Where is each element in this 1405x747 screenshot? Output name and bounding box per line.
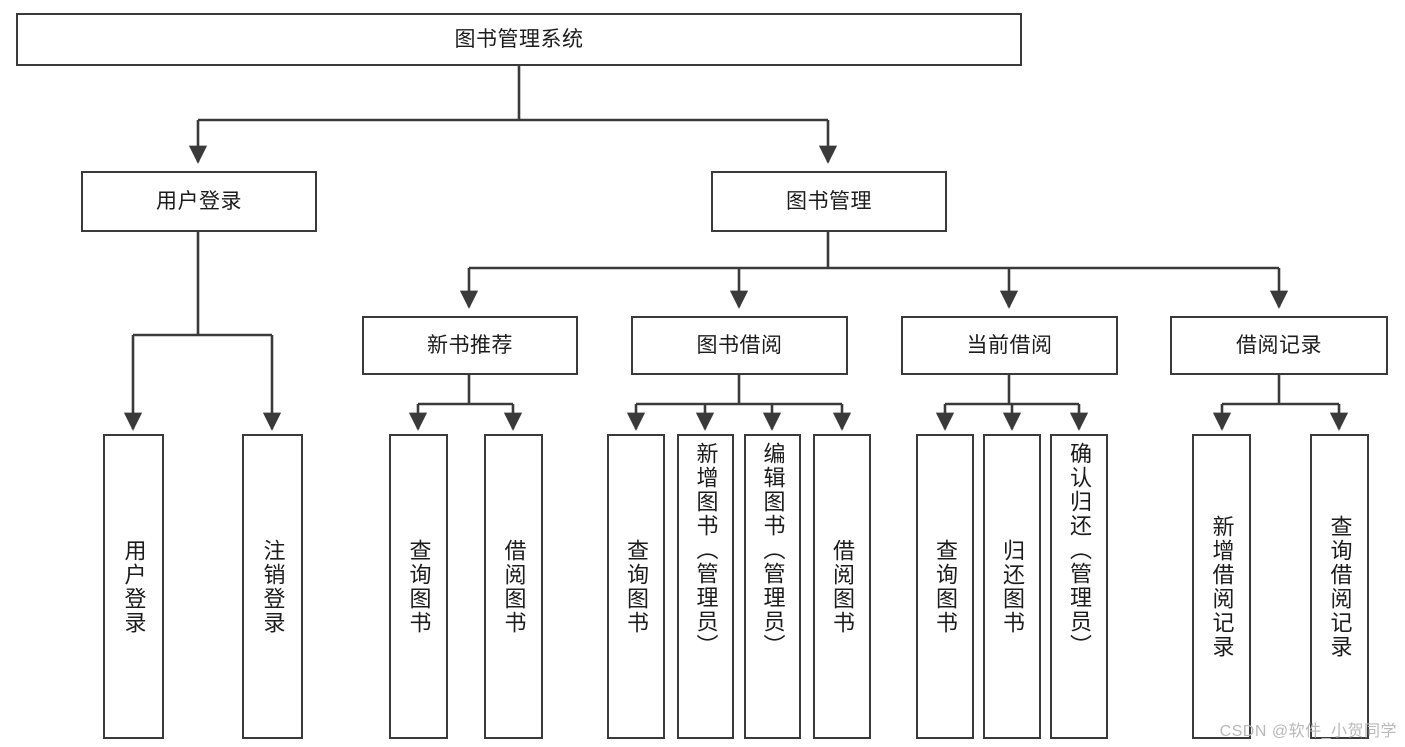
leaf-edit-book-label: 编辑图书（管理员）: [760, 442, 786, 658]
leaf-user-login[interactable]: 用户登录: [103, 434, 164, 739]
node-book-borrow-label: 图书借阅: [696, 333, 783, 357]
leaf-query-book-3[interactable]: 查询图书: [916, 434, 974, 739]
leaf-borrow-book-1-label: 借阅图书: [501, 538, 527, 635]
leaf-query-book-2-label: 查询图书: [624, 538, 649, 635]
node-borrow-record-label: 借阅记录: [1236, 333, 1322, 357]
leaf-add-record[interactable]: 新增借阅记录: [1192, 434, 1251, 739]
leaf-user-logout[interactable]: 注销登录: [242, 434, 303, 739]
leaf-query-book-2[interactable]: 查询图书: [607, 434, 665, 739]
node-current-borrow[interactable]: 当前借阅: [901, 316, 1118, 375]
node-root-label: 图书管理系统: [454, 27, 584, 51]
leaf-add-book-label: 新增图书（管理员）: [693, 442, 719, 658]
leaf-user-login-label: 用户登录: [121, 538, 147, 635]
node-borrow-record[interactable]: 借阅记录: [1170, 316, 1388, 375]
leaf-add-record-label: 新增借阅记录: [1209, 514, 1235, 659]
leaf-query-record[interactable]: 查询借阅记录: [1310, 434, 1369, 739]
node-user-login-label: 用户登录: [156, 189, 242, 213]
leaf-user-logout-label: 注销登录: [260, 538, 286, 635]
leaf-query-book-1[interactable]: 查询图书: [389, 434, 448, 739]
leaf-add-book[interactable]: 新增图书（管理员）: [677, 434, 734, 739]
csdn-watermark: CSDN @软件_小贺同学: [1219, 723, 1397, 740]
leaf-query-book-1-label: 查询图书: [406, 538, 432, 635]
node-book-manage-label: 图书管理: [786, 189, 872, 213]
leaf-return-book-label: 归还图书: [1000, 538, 1025, 635]
leaf-query-record-label: 查询借阅记录: [1327, 514, 1353, 659]
node-root[interactable]: 图书管理系统: [16, 13, 1022, 66]
node-user-login[interactable]: 用户登录: [81, 171, 317, 232]
leaf-confirm-return-label: 确认归还（管理员）: [1067, 442, 1092, 658]
leaf-confirm-return[interactable]: 确认归还（管理员）: [1050, 434, 1108, 739]
node-book-borrow[interactable]: 图书借阅: [631, 316, 848, 375]
leaf-return-book[interactable]: 归还图书: [983, 434, 1041, 739]
leaf-query-book-3-label: 查询图书: [933, 538, 958, 635]
leaf-edit-book[interactable]: 编辑图书（管理员）: [744, 434, 801, 739]
node-new-book-recommend-label: 新书推荐: [427, 333, 513, 357]
leaf-borrow-book-1[interactable]: 借阅图书: [484, 434, 543, 739]
leaf-borrow-book-2-label: 借阅图书: [830, 538, 855, 635]
node-current-borrow-label: 当前借阅: [966, 333, 1053, 357]
leaf-borrow-book-2[interactable]: 借阅图书: [813, 434, 871, 739]
node-book-manage[interactable]: 图书管理: [711, 171, 947, 232]
node-new-book-recommend[interactable]: 新书推荐: [362, 316, 578, 375]
